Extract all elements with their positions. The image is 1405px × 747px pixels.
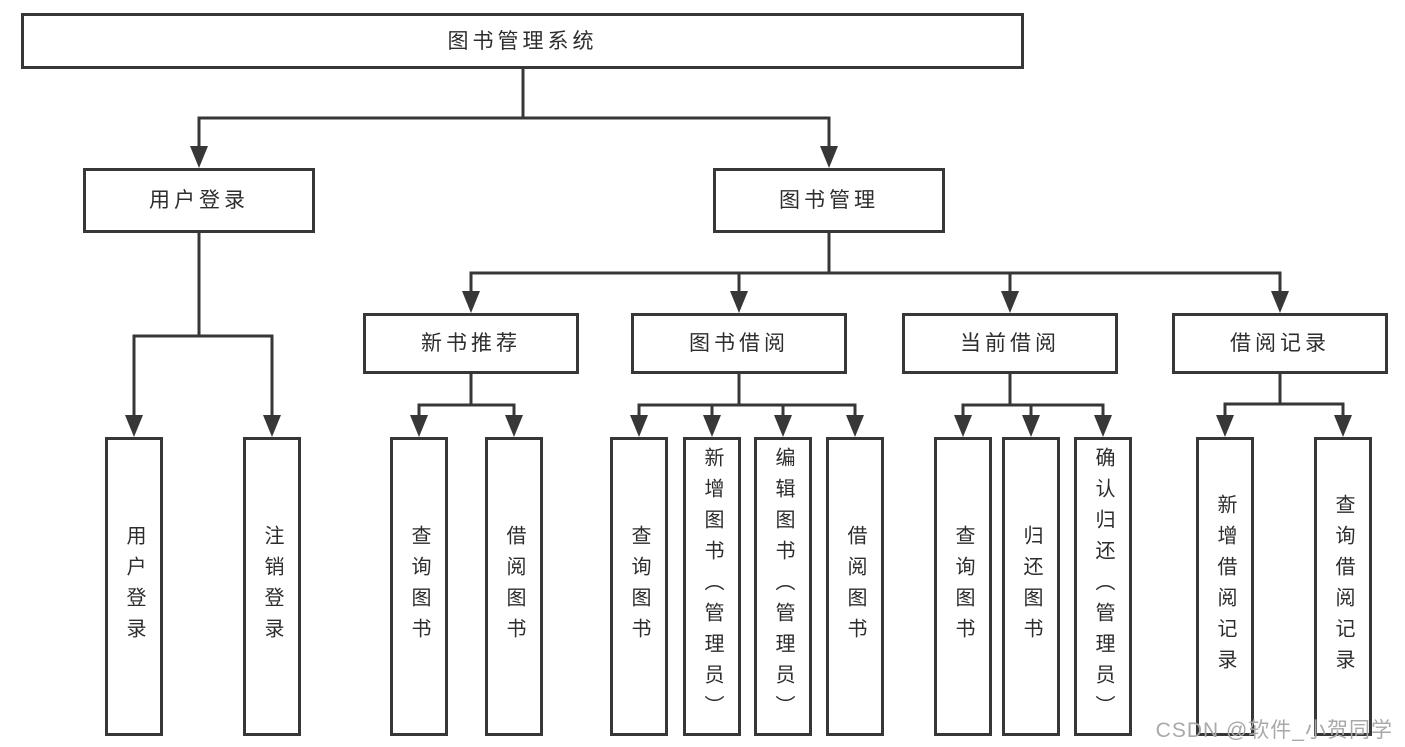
node-label: 借阅记录 bbox=[1230, 332, 1330, 355]
arrowhead bbox=[462, 291, 480, 313]
connector-bookmgmt-to-level3 bbox=[469, 231, 1282, 295]
leaf-logout: 注销登录 bbox=[243, 437, 301, 736]
leaf-borrow-books-recommend: 借阅图书 bbox=[485, 437, 543, 736]
leaf-user-login: 用户登录 bbox=[105, 437, 163, 736]
leaf-borrow-books: 借阅图书 bbox=[826, 437, 884, 736]
leaf-label: 新增图书（管理员） bbox=[701, 447, 723, 726]
arrowhead bbox=[1022, 415, 1040, 437]
node-root-system: 图书管理系统 bbox=[21, 13, 1024, 69]
leaf-label: 查询图书 bbox=[408, 524, 430, 649]
leaf-label: 用户登录 bbox=[123, 524, 145, 649]
arrowhead bbox=[630, 415, 648, 437]
node-label: 新书推荐 bbox=[421, 332, 521, 355]
leaf-add-borrow-record: 新增借阅记录 bbox=[1196, 437, 1254, 736]
arrowhead bbox=[190, 146, 208, 168]
leaf-label: 查询借阅记录 bbox=[1332, 493, 1354, 680]
arrowhead bbox=[1001, 291, 1019, 313]
leaf-label: 借阅图书 bbox=[503, 524, 525, 649]
node-book-management: 图书管理 bbox=[713, 168, 945, 233]
node-user-login: 用户登录 bbox=[83, 168, 315, 233]
leaf-label: 归还图书 bbox=[1020, 524, 1042, 649]
arrowhead bbox=[820, 146, 838, 168]
arrowhead bbox=[505, 415, 523, 437]
leaf-label: 查询图书 bbox=[952, 524, 974, 649]
node-label: 图书管理 bbox=[779, 189, 879, 212]
node-label: 图书借阅 bbox=[689, 332, 789, 355]
leaf-label: 注销登录 bbox=[261, 524, 283, 649]
arrowhead bbox=[954, 415, 972, 437]
csdn-watermark: CSDN @软件_小贺同学 bbox=[1155, 719, 1393, 742]
connector-userlogin-to-leaves bbox=[132, 231, 274, 419]
connector-root-to-level2 bbox=[197, 67, 831, 150]
arrowhead bbox=[1271, 291, 1289, 313]
arrowhead bbox=[1094, 415, 1112, 437]
leaf-label: 新增借阅记录 bbox=[1214, 493, 1236, 680]
node-label: 当前借阅 bbox=[960, 332, 1060, 355]
node-book-borrow: 图书借阅 bbox=[631, 313, 847, 374]
leaf-label: 确认归还（管理员） bbox=[1092, 447, 1114, 726]
connector-borrow-to-leaves bbox=[637, 372, 857, 419]
node-label: 图书管理系统 bbox=[447, 29, 598, 53]
arrowhead bbox=[1216, 415, 1234, 437]
arrowhead bbox=[125, 415, 143, 437]
connector-recommend-to-leaves bbox=[417, 372, 516, 419]
arrowhead bbox=[774, 415, 792, 437]
leaf-label: 编辑图书（管理员） bbox=[772, 447, 794, 726]
leaf-label: 查询图书 bbox=[628, 524, 650, 649]
arrowhead bbox=[846, 415, 864, 437]
arrowhead bbox=[730, 291, 748, 313]
arrowhead bbox=[263, 415, 281, 437]
arrowheads bbox=[125, 146, 1352, 437]
connector-current-to-leaves bbox=[961, 372, 1105, 419]
node-label: 用户登录 bbox=[149, 189, 249, 212]
arrowhead bbox=[410, 415, 428, 437]
leaf-query-books-recommend: 查询图书 bbox=[390, 437, 448, 736]
leaf-query-borrow-record: 查询借阅记录 bbox=[1314, 437, 1372, 736]
node-borrow-record: 借阅记录 bbox=[1172, 313, 1388, 374]
leaf-query-books-borrow: 查询图书 bbox=[610, 437, 668, 736]
leaf-query-books-current: 查询图书 bbox=[934, 437, 992, 736]
node-current-borrow: 当前借阅 bbox=[902, 313, 1118, 374]
leaf-confirm-return-admin: 确认归还（管理员） bbox=[1074, 437, 1132, 736]
arrowhead bbox=[1334, 415, 1352, 437]
connector-record-to-leaves bbox=[1223, 372, 1345, 419]
leaf-edit-books-admin: 编辑图书（管理员） bbox=[754, 437, 812, 736]
arrowhead bbox=[703, 415, 721, 437]
leaf-return-books: 归还图书 bbox=[1002, 437, 1060, 736]
leaf-label: 借阅图书 bbox=[844, 524, 866, 649]
node-new-book-recommend: 新书推荐 bbox=[363, 313, 579, 374]
leaf-add-books-admin: 新增图书（管理员） bbox=[683, 437, 741, 736]
